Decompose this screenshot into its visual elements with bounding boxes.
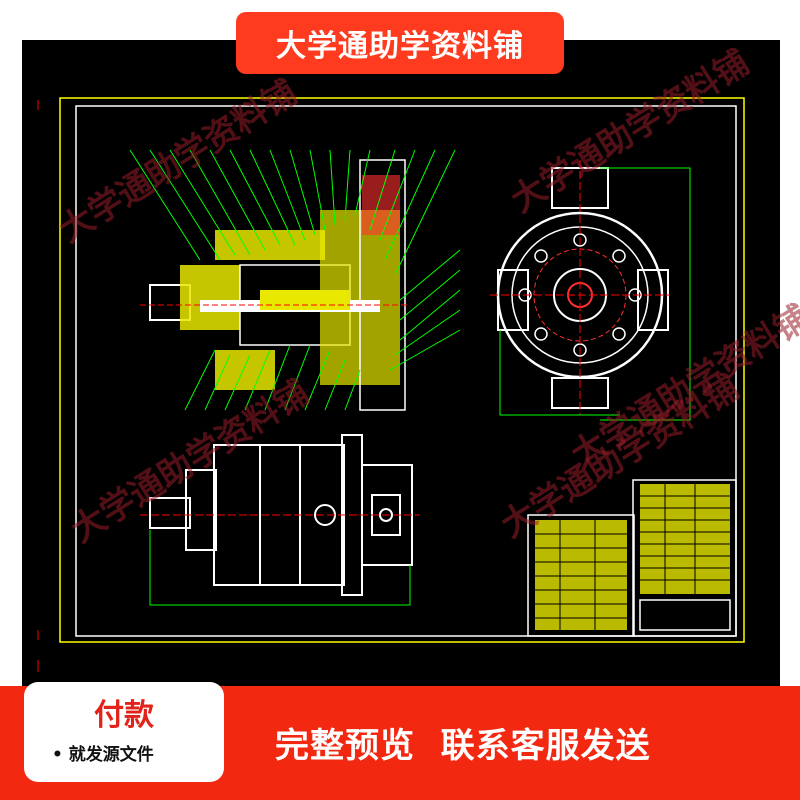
payment-subtitle: • 就发源文件 <box>52 745 154 765</box>
title-block <box>527 479 737 637</box>
sheet-border-inner <box>75 105 737 637</box>
side-view <box>140 434 420 606</box>
section-view <box>140 159 410 411</box>
shop-title-banner: 大学通助学资料铺 <box>236 12 564 74</box>
sheet-border-outer <box>59 97 745 643</box>
end-view <box>490 160 691 421</box>
payment-title: 付款 <box>94 698 154 733</box>
payment-card[interactable]: 付款 • 就发源文件 <box>24 682 224 782</box>
footer-message: 完整预览 联系客服发送 <box>275 726 651 766</box>
leader-lines <box>129 149 461 411</box>
shop-title: 大学通助学资料铺 <box>276 29 524 64</box>
